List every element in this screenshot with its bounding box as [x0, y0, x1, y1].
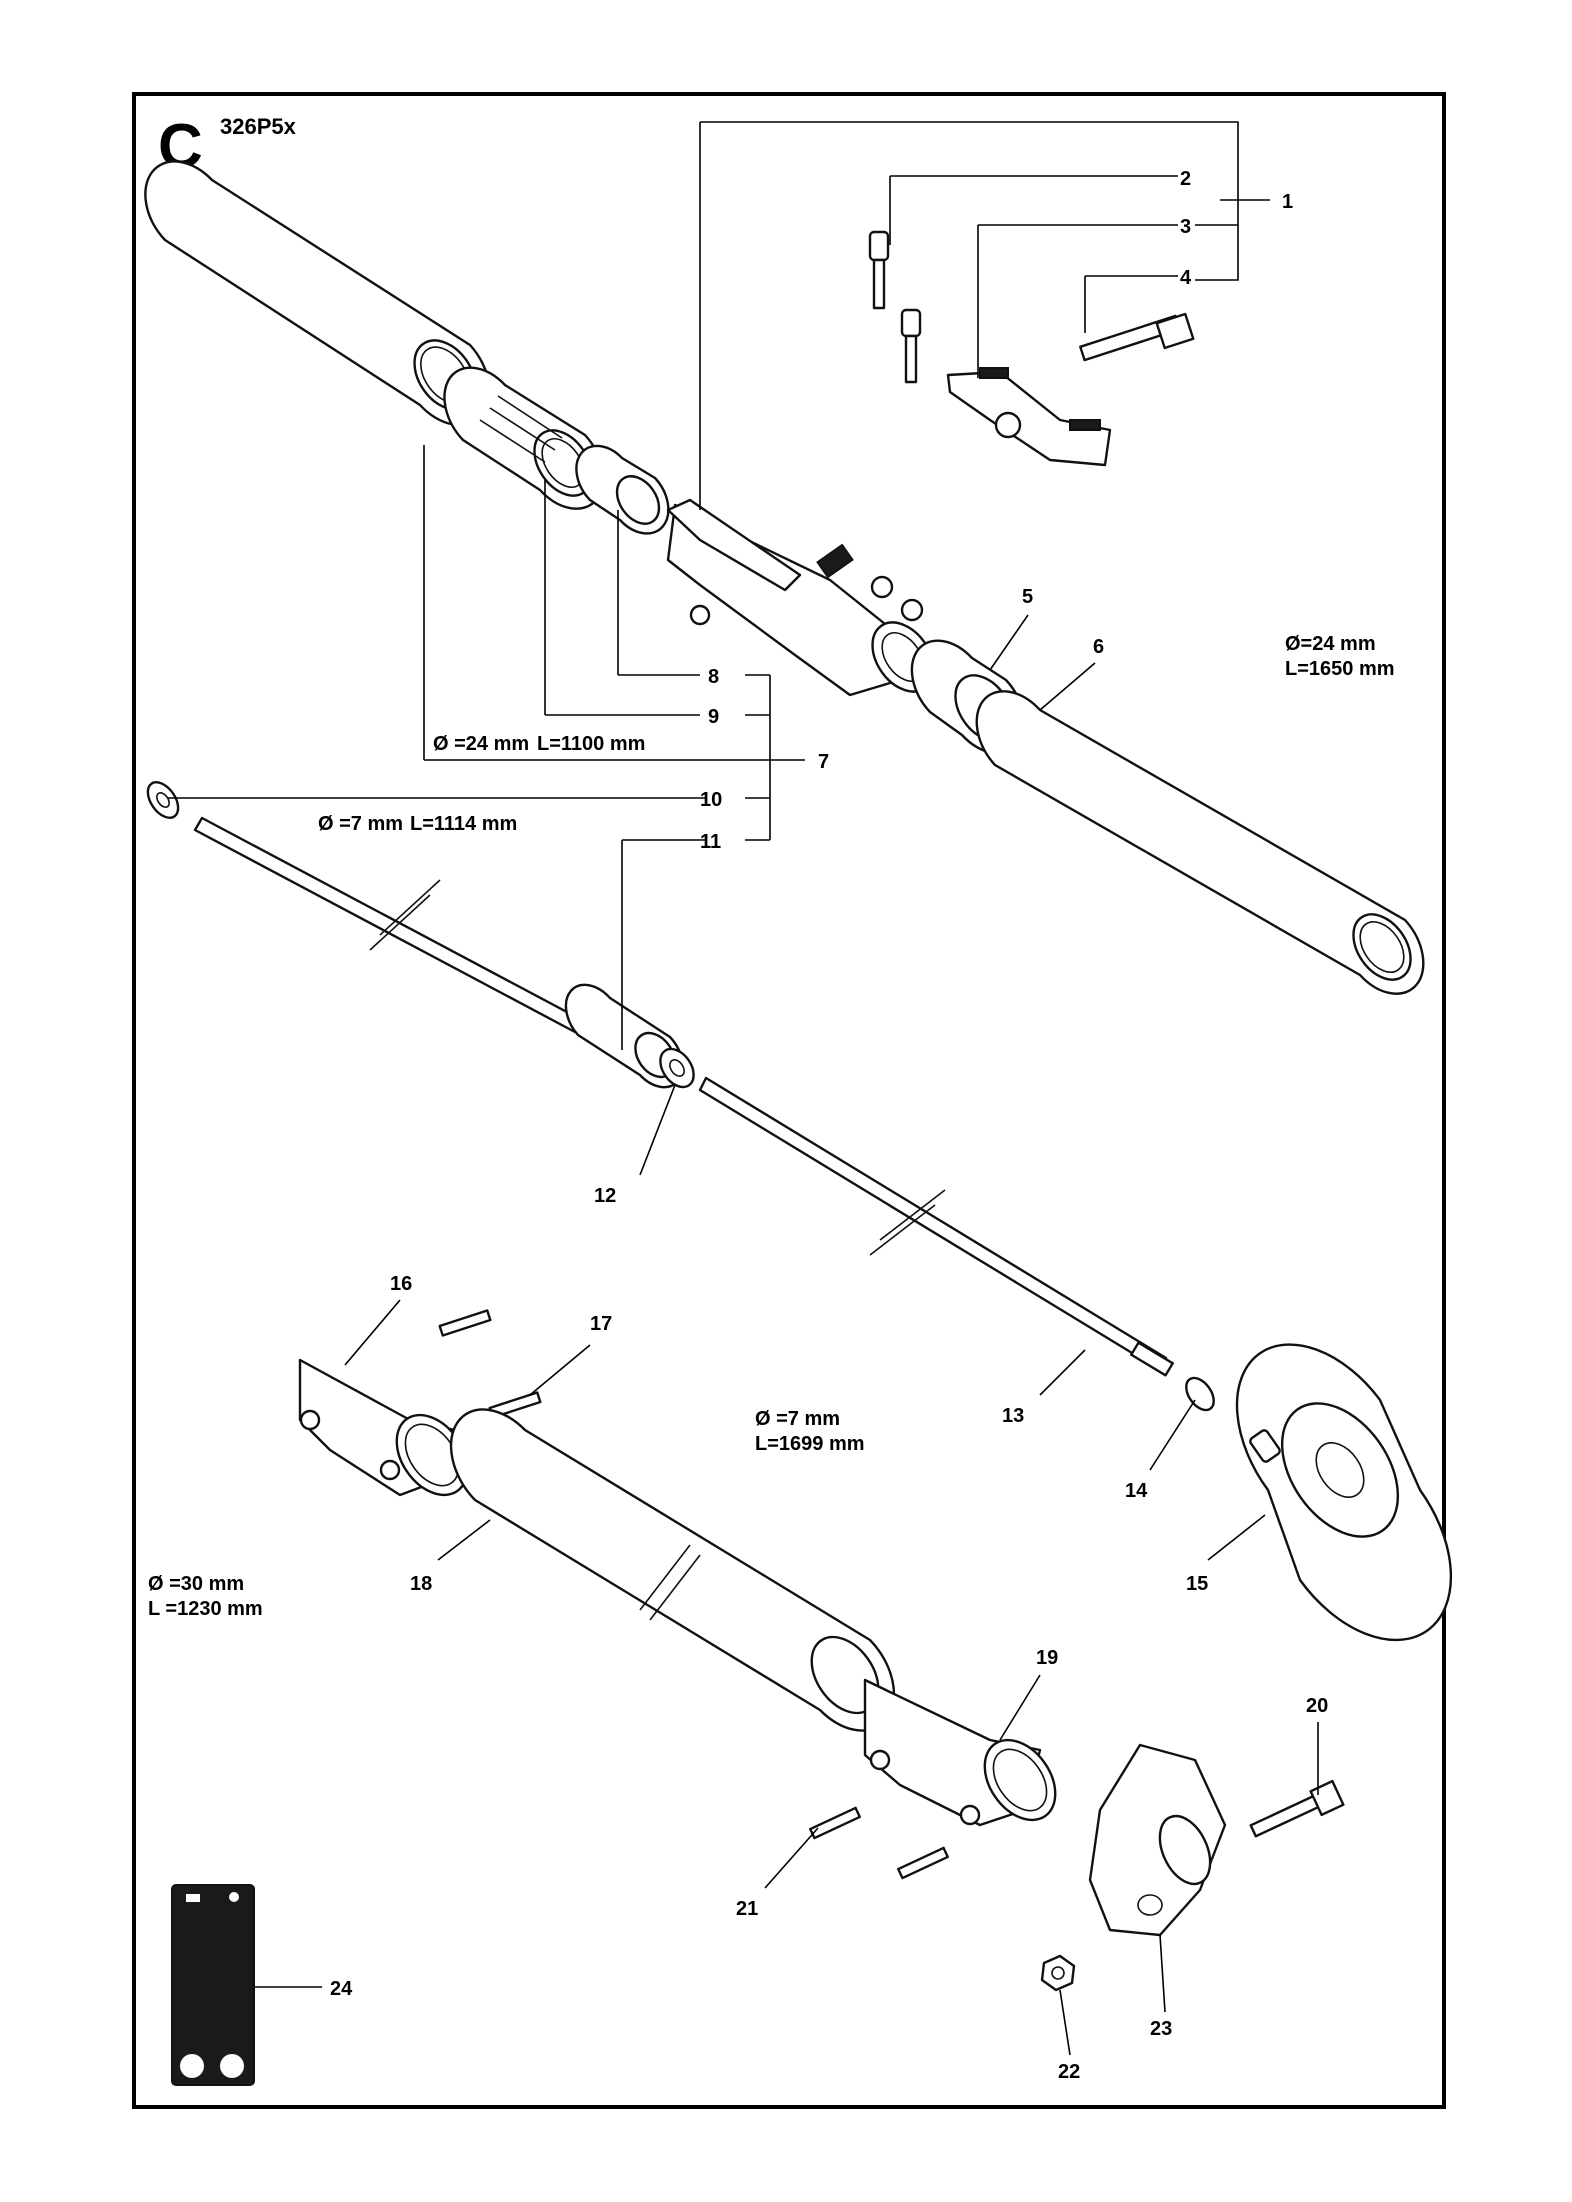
callout-22: 22 [1058, 2061, 1080, 2083]
callout-14: 14 [1125, 1480, 1148, 1502]
part-16-clamp [298, 1358, 469, 1497]
part-13-shaft [698, 1076, 1174, 1377]
part-22-nut [1040, 1954, 1076, 1992]
part-11-shaft [193, 816, 684, 1089]
callout-16: 16 [390, 1273, 412, 1295]
part-8-bushing [575, 444, 670, 535]
part-17-screws [438, 1309, 542, 1419]
callout-5: 5 [1022, 586, 1033, 608]
callout-18: 18 [410, 1573, 432, 1595]
part-7-upper-tube [144, 160, 491, 427]
callout-19: 19 [1036, 1647, 1058, 1669]
callout-2: 2 [1180, 168, 1191, 190]
part-6-tube [975, 690, 1425, 995]
callout-4: 4 [1180, 267, 1192, 289]
part-2-screws [868, 230, 922, 384]
part-19-clamp [863, 1678, 1057, 1827]
dim-7-diameter: Ø =24 mm [433, 733, 529, 755]
dim-13-diameter: Ø =7 mm [755, 1408, 840, 1430]
part-12-washer [659, 1047, 695, 1089]
callout-numbers: 2 3 4 1 5 6 8 9 7 10 11 12 13 14 15 16 1… [330, 168, 1328, 2083]
dim-6-diameter: Ø=24 mm [1285, 633, 1376, 655]
part-21-screws [809, 1806, 949, 1880]
dim-18-diameter: Ø =30 mm [148, 1573, 244, 1595]
callout-8: 8 [708, 666, 719, 688]
part-3-lever [946, 367, 1112, 467]
callout-15: 15 [1186, 1573, 1208, 1595]
callout-6: 6 [1093, 636, 1104, 658]
drawing-frame [132, 92, 1446, 2109]
callout-12: 12 [594, 1185, 616, 1207]
callout-24: 24 [330, 1978, 353, 2000]
dim-13-length: L=1699 mm [755, 1433, 865, 1455]
callout-11: 11 [700, 831, 721, 853]
callout-9: 9 [708, 706, 719, 728]
callout-10: 10 [700, 789, 722, 811]
part-10-washer [146, 781, 180, 819]
part-18-tube [449, 1408, 896, 1732]
part-14-circlip [1185, 1376, 1215, 1412]
callout-13: 13 [1002, 1405, 1024, 1427]
callout-21: 21 [736, 1898, 758, 1920]
dimension-labels: Ø =24 mm L=1100 mm Ø =7 mm L=1114 mm Ø=2… [148, 633, 1395, 1620]
leader-lines [168, 121, 1319, 2056]
part-20-bolt [1249, 1779, 1345, 1838]
callout-17: 17 [590, 1313, 612, 1335]
callout-7: 7 [818, 751, 829, 773]
dim-10-diameter: Ø =7 mm [318, 813, 403, 835]
part-24-decal [171, 1884, 255, 2086]
callout-1: 1 [1282, 191, 1293, 213]
part-9-bushing [443, 366, 605, 510]
callout-20: 20 [1306, 1695, 1328, 1717]
callout-23: 23 [1150, 2018, 1172, 2040]
model-label: 326P5x [220, 114, 297, 139]
dim-18-length: L =1230 mm [148, 1598, 263, 1620]
callout-3: 3 [1180, 216, 1191, 238]
dim-7-length: L=1100 mm [537, 733, 645, 755]
dim-10-length: L=1114 mm [410, 813, 517, 835]
part-23-handle-bracket [1088, 1743, 1227, 1937]
part-4-bolt [1079, 312, 1195, 362]
part-15-clutch-drum [1235, 1343, 1453, 1642]
dim-6-length: L=1650 mm [1285, 658, 1395, 680]
